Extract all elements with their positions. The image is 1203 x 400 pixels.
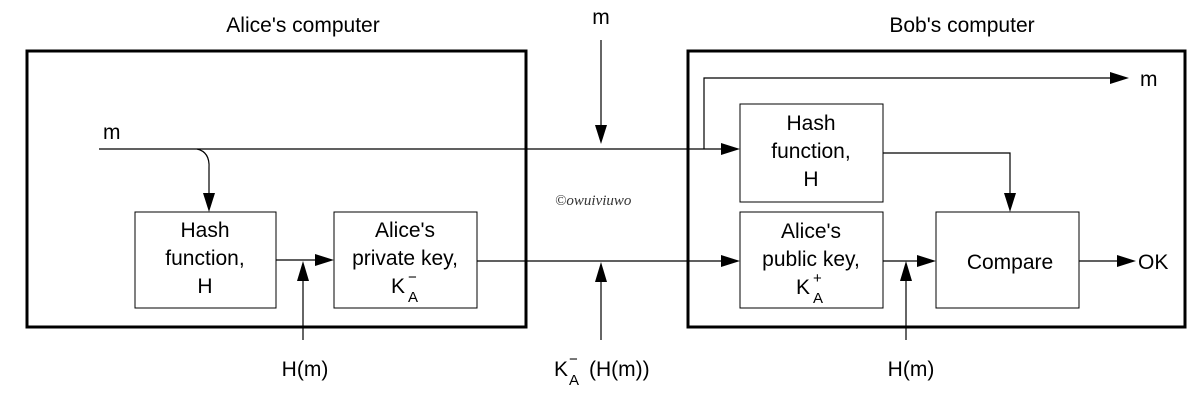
bob-computer-title: Bob's computer [889,14,1034,37]
hm-alice-label: H(m) [282,358,329,381]
bob-public-key-block: Alice's public key, K + A [739,211,884,309]
svg-text:Alice's: Alice's [375,219,435,242]
m-bob-output-label: m [1140,68,1158,91]
alice-hash-function-block: Hash function, H [134,211,277,309]
svg-text:K: K [796,276,810,299]
bob-hash-to-compare-arrow [883,152,1016,212]
svg-text:H: H [803,168,818,191]
hm-bob-label: H(m) [888,358,935,381]
svg-text:−: − [408,269,417,286]
m-alice-input-label: m [103,121,121,144]
m-bob-output-arrow [703,72,1129,149]
svg-text:Hash: Hash [786,112,835,135]
svg-text:−: − [569,351,578,368]
ok-label: OK [1138,251,1168,274]
watermark: ©owuiviuwo [555,193,632,209]
svg-text:A: A [813,290,823,307]
hm-alice-arrow [297,261,309,340]
svg-text:K: K [391,275,405,298]
svg-text:function,: function, [165,247,244,270]
bob-computer-box [686,49,1187,329]
signature-up-arrow [595,262,607,340]
bob-key-to-compare-arrow [883,255,936,267]
hm-bob-arrow [900,261,912,340]
signature-label: K − A (H(m)) [554,351,650,389]
svg-text:function,: function, [771,140,850,163]
signature-line [477,255,740,267]
alice-computer-box [25,49,528,329]
compare-block: Compare [935,211,1080,309]
svg-text:K: K [554,358,568,381]
bob-hash-function-block: Hash function, H [739,103,884,203]
alice-private-key-block: Alice's private key, K − A [333,211,478,309]
svg-text:H: H [197,275,212,298]
svg-text:Compare: Compare [967,251,1053,274]
alice-hash-to-key-arrow [276,254,334,266]
svg-text:public key,: public key, [762,248,860,271]
svg-text:(H(m)): (H(m)) [589,358,650,381]
m-top-label: m [592,6,610,29]
svg-text:Alice's: Alice's [781,220,841,243]
svg-text:private key,: private key, [352,247,458,270]
m-top-arrow [595,40,607,144]
svg-text:A: A [569,372,579,389]
compare-to-ok-arrow [1079,255,1136,267]
message-line [99,143,740,212]
svg-text:A: A [408,289,418,306]
alice-computer-title: Alice's computer [226,14,379,37]
svg-text:Hash: Hash [180,219,229,242]
svg-text:+: + [813,270,822,287]
